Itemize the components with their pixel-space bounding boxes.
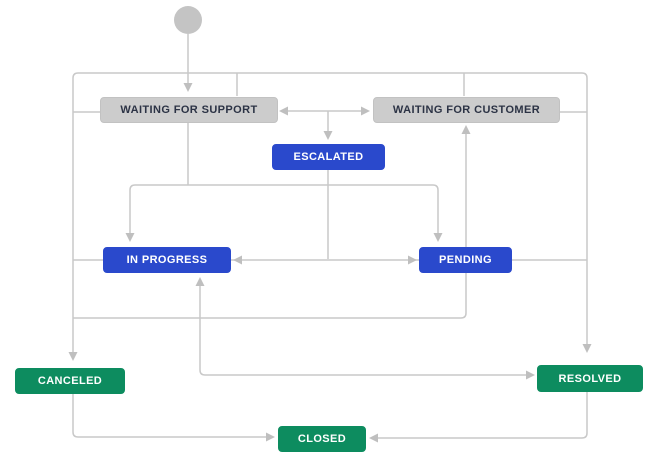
arrowhead-into-closed-right (369, 433, 378, 443)
arrowhead-into-in-progress-top (125, 233, 135, 242)
arrowhead-into-waiting-for-customer-left (361, 106, 370, 116)
status-closed[interactable]: CLOSED (278, 426, 366, 452)
arrowhead-into-closed-left (266, 432, 275, 442)
edge-outer-frame (72, 72, 588, 352)
arrowhead-into-resolved-top (582, 344, 592, 353)
arrowhead-into-waiting-for-support-top (183, 83, 193, 92)
arrowhead-into-canceled-top (68, 352, 78, 361)
arrowhead-into-resolved-left (526, 370, 535, 380)
arrowhead-into-in-progress-bottom (195, 277, 205, 286)
status-in-progress[interactable]: IN PROGRESS (103, 247, 231, 273)
arrowhead-into-waiting-for-support-right (279, 106, 288, 116)
arrowhead-into-pending-top (433, 233, 443, 242)
edge-midrail-split (129, 184, 439, 233)
status-canceled[interactable]: CANCELED (15, 368, 125, 394)
start-node[interactable] (174, 6, 202, 34)
status-pending[interactable]: PENDING (419, 247, 512, 273)
edge-canceled-to-closed (72, 394, 266, 438)
arrowhead-into-pending-left (408, 255, 417, 265)
arrowhead-into-waiting-for-customer-bottom (461, 125, 471, 134)
status-waiting-for-support[interactable]: WAITING FOR SUPPORT (100, 97, 278, 123)
arrowhead-into-escalated-top (323, 131, 333, 140)
arrowhead-into-in-progress-right (233, 255, 242, 265)
status-escalated[interactable]: ESCALATED (272, 144, 385, 170)
status-waiting-for-customer[interactable]: WAITING FOR CUSTOMER (373, 97, 560, 123)
edge-resolved-to-closed (378, 392, 588, 439)
edge-inprogress-resolved-route (199, 286, 526, 376)
edge-pending-to-left-rail (73, 273, 467, 319)
status-resolved[interactable]: RESOLVED (537, 365, 643, 392)
